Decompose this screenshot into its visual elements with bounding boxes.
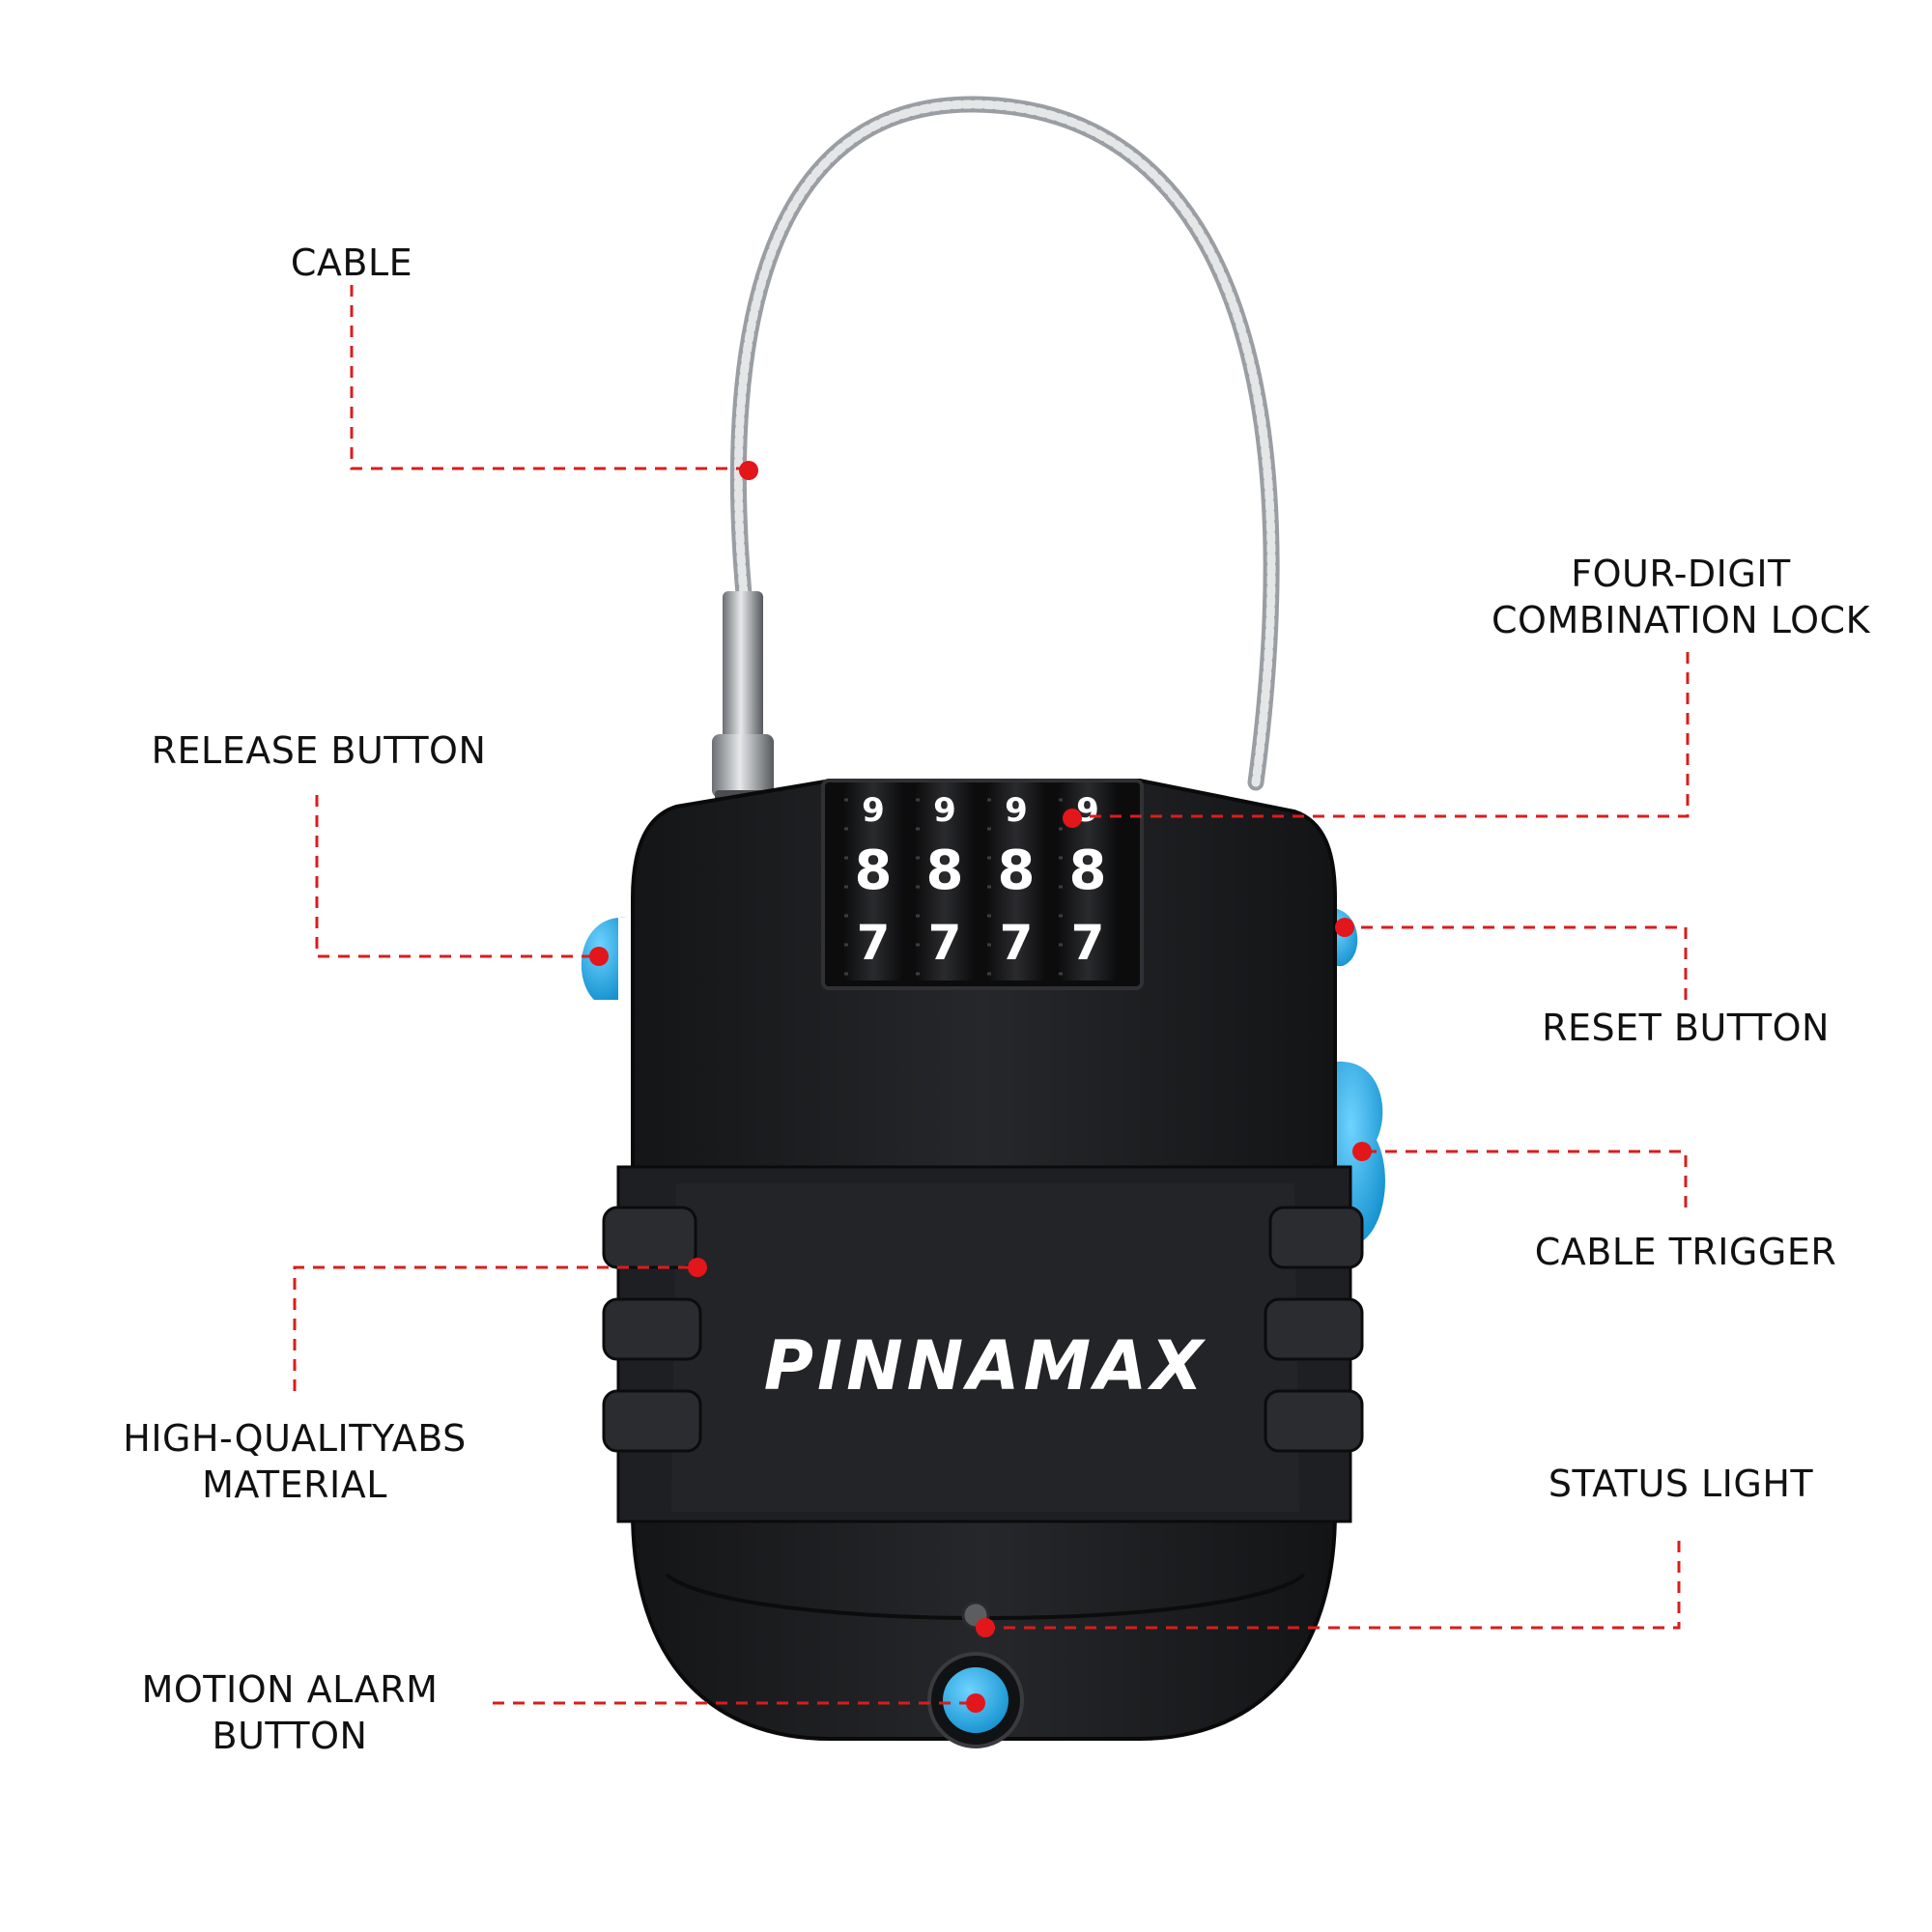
callout-line-reset	[1345, 925, 1688, 1000]
callout-label-release-button: RELEASE BUTTON	[151, 729, 487, 772]
callout-dot-release	[589, 947, 609, 966]
callout-dot-reset	[1335, 918, 1354, 937]
dial-1-digit-top: 9	[862, 791, 885, 830]
dial-3-digit-middle: 8	[998, 839, 1036, 902]
dial-2-digit-middle: 8	[926, 839, 964, 902]
dial-3-digit-top: 9	[1005, 791, 1028, 830]
dial-1-digit-middle: 8	[855, 839, 893, 902]
callout-dot-trigger	[1352, 1142, 1372, 1161]
callout-label-status-light: STATUS LIGHT	[1548, 1463, 1814, 1505]
callout-line-status	[985, 1541, 1681, 1630]
dial-1-digit-bottom: 7	[857, 915, 891, 971]
callout-label-cable: CABLE	[290, 242, 413, 284]
callout-line-cable	[350, 285, 749, 470]
callout-dot-combination	[1063, 809, 1082, 828]
callout-label-combination-lock: FOUR-DIGIT COMBINATION LOCK	[1492, 553, 1870, 641]
callout-dot-status	[976, 1618, 995, 1637]
callout-line-release	[315, 795, 599, 958]
dial-4-digit-bottom: 7	[1071, 915, 1105, 971]
brand-logo: PINNAMAX	[764, 1326, 1208, 1406]
callout-line-combination	[1072, 652, 1690, 818]
callout-dot-abs	[688, 1258, 707, 1277]
callout-dots	[589, 461, 1372, 1713]
dial-wheel-2[interactable]	[914, 782, 976, 980]
dial-3-digit-bottom: 7	[1000, 915, 1034, 971]
dial-4-digit-top: 9	[1076, 791, 1099, 830]
callout-lines	[293, 285, 1690, 1705]
callout-label-reset-button: RESET BUTTON	[1542, 1007, 1830, 1049]
callout-label-abs-material: HIGH-QUALITYABS MATERIAL	[123, 1417, 467, 1506]
dial-wheel-1[interactable]	[842, 782, 904, 980]
callout-line-abs	[293, 1265, 697, 1391]
dial-4-digit-middle: 8	[1069, 839, 1107, 902]
dial-2-digit-bottom: 7	[928, 915, 962, 971]
callout-line-trigger	[1362, 1150, 1688, 1208]
callout-label-cable-trigger: CABLE TRIGGER	[1534, 1231, 1837, 1273]
callout-label-motion-alarm: MOTION ALARM BUTTON	[141, 1668, 439, 1757]
cable-wire	[729, 96, 1280, 791]
callout-dot-motion	[966, 1693, 985, 1713]
dial-wheel-3[interactable]	[985, 782, 1047, 980]
dial-2-digit-top: 9	[933, 791, 956, 830]
dial-wheel-4[interactable]	[1057, 782, 1119, 980]
cable-ferrule	[723, 591, 763, 741]
callout-dot-cable	[739, 461, 758, 480]
